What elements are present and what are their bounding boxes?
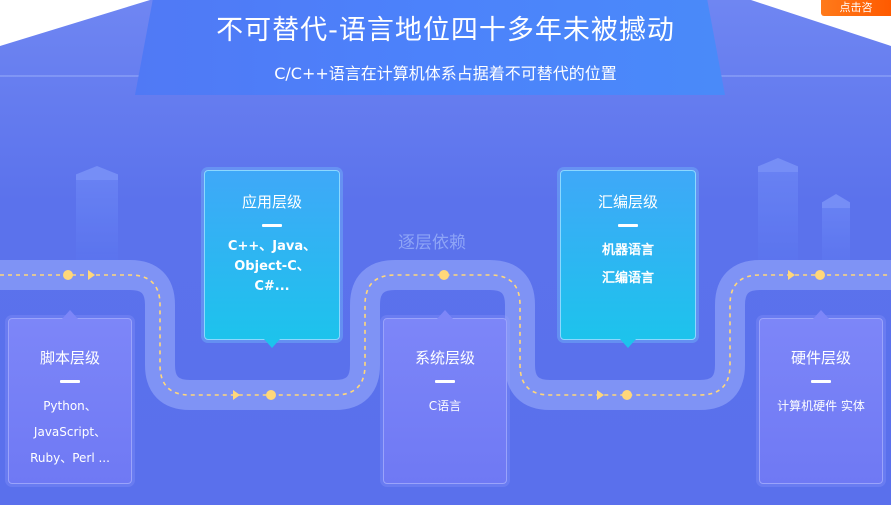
level-title: 系统层级 <box>414 349 475 367</box>
page-title: 不可替代-语言地位四十多年未被撼动 <box>216 15 675 46</box>
level-item: C++、Java、 <box>227 239 317 254</box>
level-item: C#... <box>254 279 290 294</box>
background-building <box>758 172 798 264</box>
frame-line-left <box>0 75 140 77</box>
road-label: 逐层依赖 <box>398 233 466 253</box>
divider <box>435 380 455 383</box>
pointer-up-icon <box>813 310 829 319</box>
level-card-assembly: 汇编层级 机器语言 汇编语言 <box>560 170 696 348</box>
level-card-system: 系统层级 C语言 <box>383 310 507 484</box>
road-dot <box>622 390 632 400</box>
divider <box>60 380 80 383</box>
divider <box>618 224 638 227</box>
header-band <box>135 0 725 95</box>
level-item: Object-C、 <box>234 259 310 274</box>
road-dot <box>439 270 449 280</box>
consult-button[interactable]: 点击咨 <box>821 0 891 16</box>
road-dot <box>266 390 276 400</box>
road-dashed-line <box>0 274 891 396</box>
level-title: 应用层级 <box>241 193 302 211</box>
pointer-up-icon <box>437 310 453 319</box>
pointer-down-icon <box>620 339 636 348</box>
arrow-icon <box>788 270 795 280</box>
pointer-up-icon <box>62 310 78 319</box>
level-item: Python、 <box>43 399 97 413</box>
level-card-hardware: 硬件层级 计算机硬件 实体 <box>759 310 883 484</box>
level-item: 汇编语言 <box>601 271 654 286</box>
level-item: 机器语言 <box>601 243 654 258</box>
level-card-script: 脚本层级 Python、 JavaScript、 Ruby、Perl ... <box>8 310 132 484</box>
level-item: C语言 <box>428 399 462 413</box>
arrow-icon <box>88 270 95 280</box>
level-item: JavaScript、 <box>33 425 107 439</box>
level-item: Ruby、Perl ... <box>30 451 110 465</box>
pointer-down-icon <box>264 339 280 348</box>
background-building <box>822 208 850 268</box>
page-subtitle: C/C++语言在计算机体系占据着不可替代的位置 <box>274 64 617 83</box>
divider <box>811 380 831 383</box>
background-building <box>76 180 118 260</box>
level-title: 汇编层级 <box>597 193 658 211</box>
level-title: 脚本层级 <box>39 349 100 367</box>
frame-line-right <box>720 75 891 77</box>
arrow-icon <box>233 390 240 400</box>
arrow-icon <box>597 390 604 400</box>
level-title: 硬件层级 <box>790 349 851 367</box>
road-dot <box>63 270 73 280</box>
road-dot <box>815 270 825 280</box>
level-item: 计算机硬件 实体 <box>777 399 865 413</box>
level-card-application: 应用层级 C++、Java、 Object-C、 C#... <box>204 170 340 348</box>
divider <box>262 224 282 227</box>
